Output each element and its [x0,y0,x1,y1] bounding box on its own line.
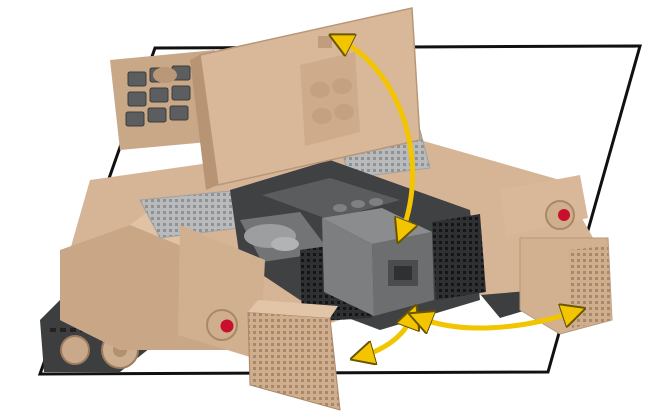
right-door-arrow [420,312,574,328]
motion-arrows [340,40,574,356]
tail-lights [206,200,575,341]
left-rear-door [178,225,341,411]
deck-hinge-arrow [340,40,413,232]
